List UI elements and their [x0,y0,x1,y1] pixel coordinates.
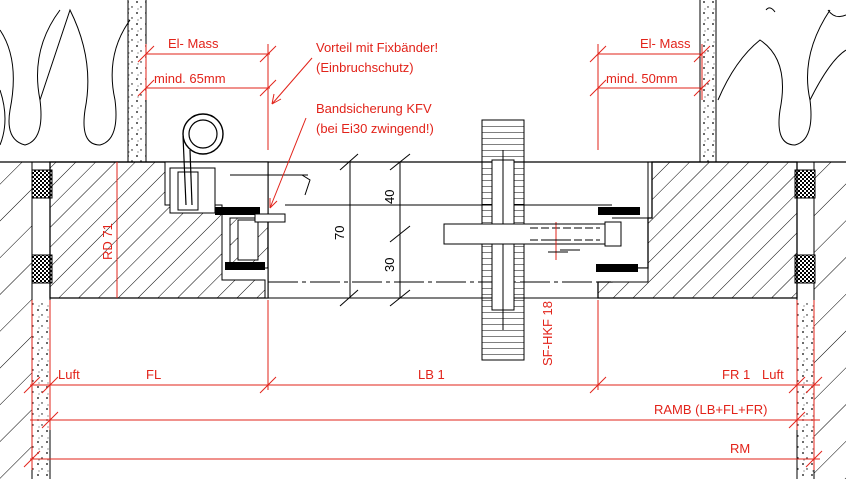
label-dim-40: 40 [382,190,397,204]
dimension-lines-black [268,153,580,307]
note-fixband-2: (Einbruchschutz) [316,60,414,75]
label-rm: RM [730,441,750,456]
note-band-1: Bandsicherung KFV [316,101,432,116]
label-dim-30: 30 [382,258,397,272]
left-frame-profile [49,113,286,299]
label-luft-left: Luft [58,367,80,382]
note-fixband-1: Vorteil mit Fixbänder! [316,40,438,55]
insulation-left [0,0,147,162]
label-lb1: LB 1 [418,367,445,382]
right-frame-profile [596,161,798,299]
label-ramb: RAMB (LB+FL+FR) [654,402,767,417]
label-mind-right: mind. 50mm [606,71,678,86]
dimension-lines [23,44,823,470]
label-fr1: FR 1 [722,367,750,382]
label-rd: RD 71 [100,223,115,260]
label-sf-hkf: SF-HKF 18 [540,301,555,366]
right-wall [794,162,846,479]
note-band-2: (bei Ei30 zwingend!) [316,121,434,136]
label-luft-right: Luft [762,367,784,382]
label-el-mass-right: El- Mass [640,36,691,51]
label-dim-70: 70 [332,226,347,240]
insulation-right [699,0,846,162]
door-leaf [230,119,649,361]
label-el-mass-left: El- Mass [168,36,219,51]
label-mind-left: mind. 65mm [154,71,226,86]
left-wall [0,162,53,479]
label-fl: FL [146,367,161,382]
